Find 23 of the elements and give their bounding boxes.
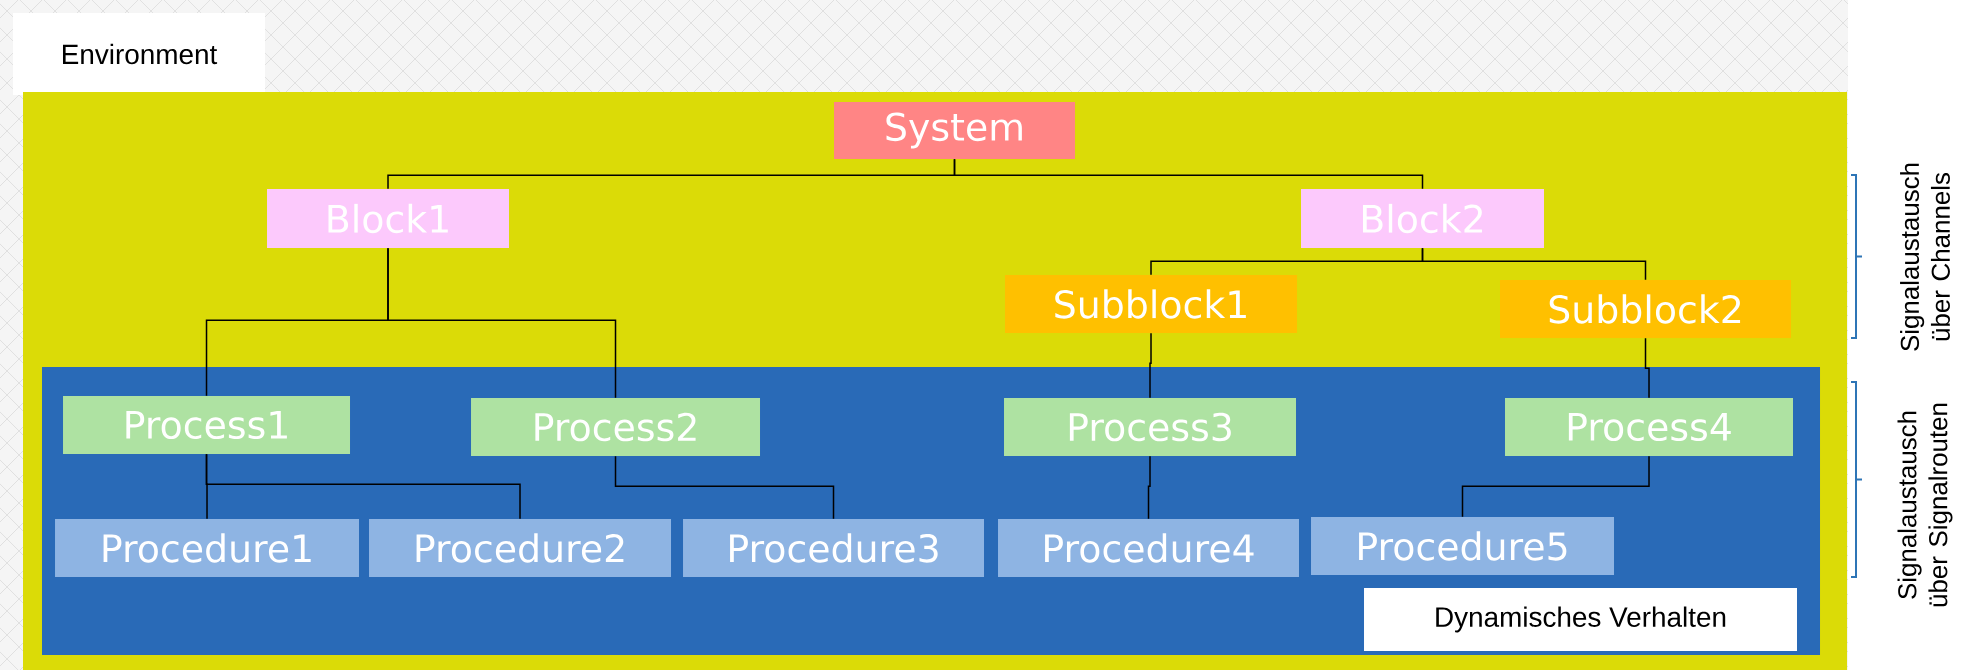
side-label: Signalaustausch über Signalrouten: [1897, 403, 1953, 607]
subblock-box: Subblock1: [1005, 275, 1297, 333]
connector: [1147, 455, 1151, 520]
connector: [1461, 455, 1650, 518]
connector: [1644, 337, 1650, 399]
connector: [614, 455, 835, 520]
process-box: Process1: [63, 396, 350, 454]
subblock-box: Subblock2: [1500, 280, 1791, 338]
connector: [1149, 332, 1152, 399]
process-box: Process3: [1004, 398, 1296, 456]
process-box: Process2: [471, 398, 760, 456]
side-label: Signalaustausch über Channels: [1900, 163, 1950, 351]
procedure-box: Procedure1: [55, 519, 359, 577]
connector: [205, 453, 521, 520]
connector: [1421, 247, 1647, 281]
procedure-box: Procedure4: [998, 519, 1299, 577]
procedure-box: Procedure3: [683, 519, 984, 577]
process-box: Process4: [1505, 398, 1793, 456]
connector: [953, 158, 1424, 190]
system-box: System: [834, 102, 1075, 159]
procedure-box: Procedure5: [1311, 517, 1614, 575]
procedure-box: Procedure2: [369, 519, 671, 577]
connector: [387, 247, 617, 399]
